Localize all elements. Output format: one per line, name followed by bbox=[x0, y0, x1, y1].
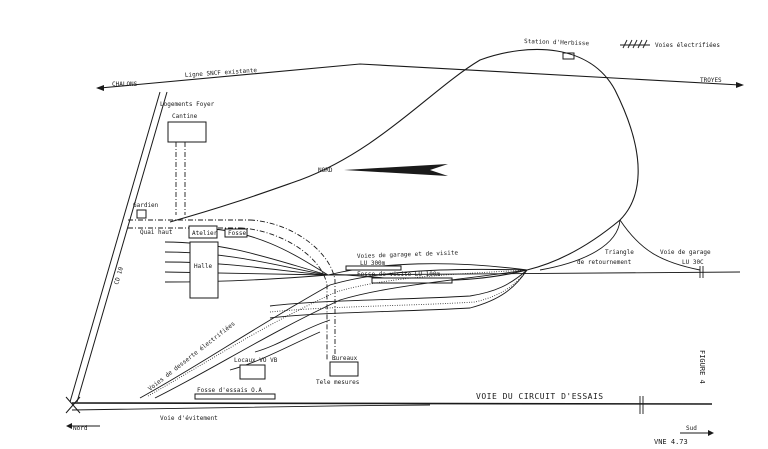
label-bureaux: Bureaux bbox=[332, 355, 358, 362]
sncf-main-line bbox=[96, 52, 744, 91]
label-figure-number: FIGURE 4 bbox=[698, 350, 706, 384]
road-cd10 bbox=[69, 91, 168, 403]
label-circuit-essais: VOIE DU CIRCUIT D'ESSAIS bbox=[476, 392, 604, 401]
label-quai-haut: Quai haut bbox=[140, 229, 173, 236]
fosse-de-visite-pit bbox=[371, 277, 453, 284]
label-voies-garage: Voies de garage et de visite bbox=[357, 249, 459, 260]
desserte-tracks bbox=[139, 268, 528, 399]
bureaux-building bbox=[329, 361, 359, 377]
label-fosse: Fosse bbox=[228, 230, 246, 237]
legend-label: Voies électrifiées bbox=[655, 42, 720, 49]
nord-bottom-arrow-icon bbox=[66, 423, 72, 429]
label-fosse-visite: Fosse de visite LU 100m bbox=[357, 271, 440, 278]
label-station: Station d'Herbisse bbox=[524, 38, 590, 47]
legend: Voies électrifiées bbox=[620, 39, 720, 49]
site-roads bbox=[128, 142, 336, 360]
fosse-building bbox=[224, 228, 248, 238]
label-figure-ref: VNE 4.73 bbox=[654, 438, 688, 446]
label-lu300: LU 300m bbox=[360, 260, 386, 267]
label-chalons: CHALONS bbox=[112, 81, 138, 88]
label-logements: Logements Foyer bbox=[160, 101, 215, 108]
north-arrow bbox=[344, 164, 448, 176]
label-atelier: Atelier bbox=[192, 230, 218, 237]
lu-300m-strip bbox=[345, 265, 402, 271]
fosse-essais-pit bbox=[194, 393, 276, 400]
label-sud-bottom: Sud bbox=[686, 425, 697, 432]
label-gardien: Gardien bbox=[133, 202, 159, 209]
label-nord-arrow: NORD bbox=[318, 167, 333, 174]
label-cd10: CD 10 bbox=[113, 266, 125, 286]
label-cantine: Cantine bbox=[172, 113, 198, 120]
label-tele-mesures: Tele mesures bbox=[316, 379, 360, 386]
label-evitement: Voie d'évitement bbox=[160, 415, 218, 422]
atelier-building bbox=[188, 225, 218, 239]
troyes-arrow-icon bbox=[736, 82, 744, 88]
label-nord-bottom: Nord bbox=[73, 425, 88, 432]
sud-bottom-arrow-icon bbox=[708, 430, 714, 436]
label-desserte: Voies de desserte électrifiées bbox=[147, 320, 237, 392]
label-triangle: Triangle bbox=[605, 249, 634, 256]
label-halle: Halle bbox=[194, 263, 212, 270]
buildings bbox=[136, 121, 359, 380]
halle-building bbox=[189, 241, 219, 299]
label-retournement: de retournement bbox=[577, 259, 632, 266]
locaux-building bbox=[239, 364, 266, 380]
yard-tracks bbox=[164, 227, 741, 284]
label-fosse-essais: Fosse d'essais O.A bbox=[197, 387, 262, 394]
gardien-building bbox=[136, 209, 147, 219]
label-locaux: Locaux VO VB bbox=[234, 357, 278, 364]
label-lu30c: LU 30C bbox=[682, 259, 704, 266]
north-arrow-icon bbox=[344, 164, 448, 176]
circuit-essais bbox=[65, 393, 713, 414]
label-voie-garage: Voie de garage bbox=[660, 249, 711, 256]
chalons-arrow-icon bbox=[96, 85, 104, 91]
label-troyes: TROYES bbox=[700, 77, 722, 84]
logements-building bbox=[167, 121, 207, 143]
